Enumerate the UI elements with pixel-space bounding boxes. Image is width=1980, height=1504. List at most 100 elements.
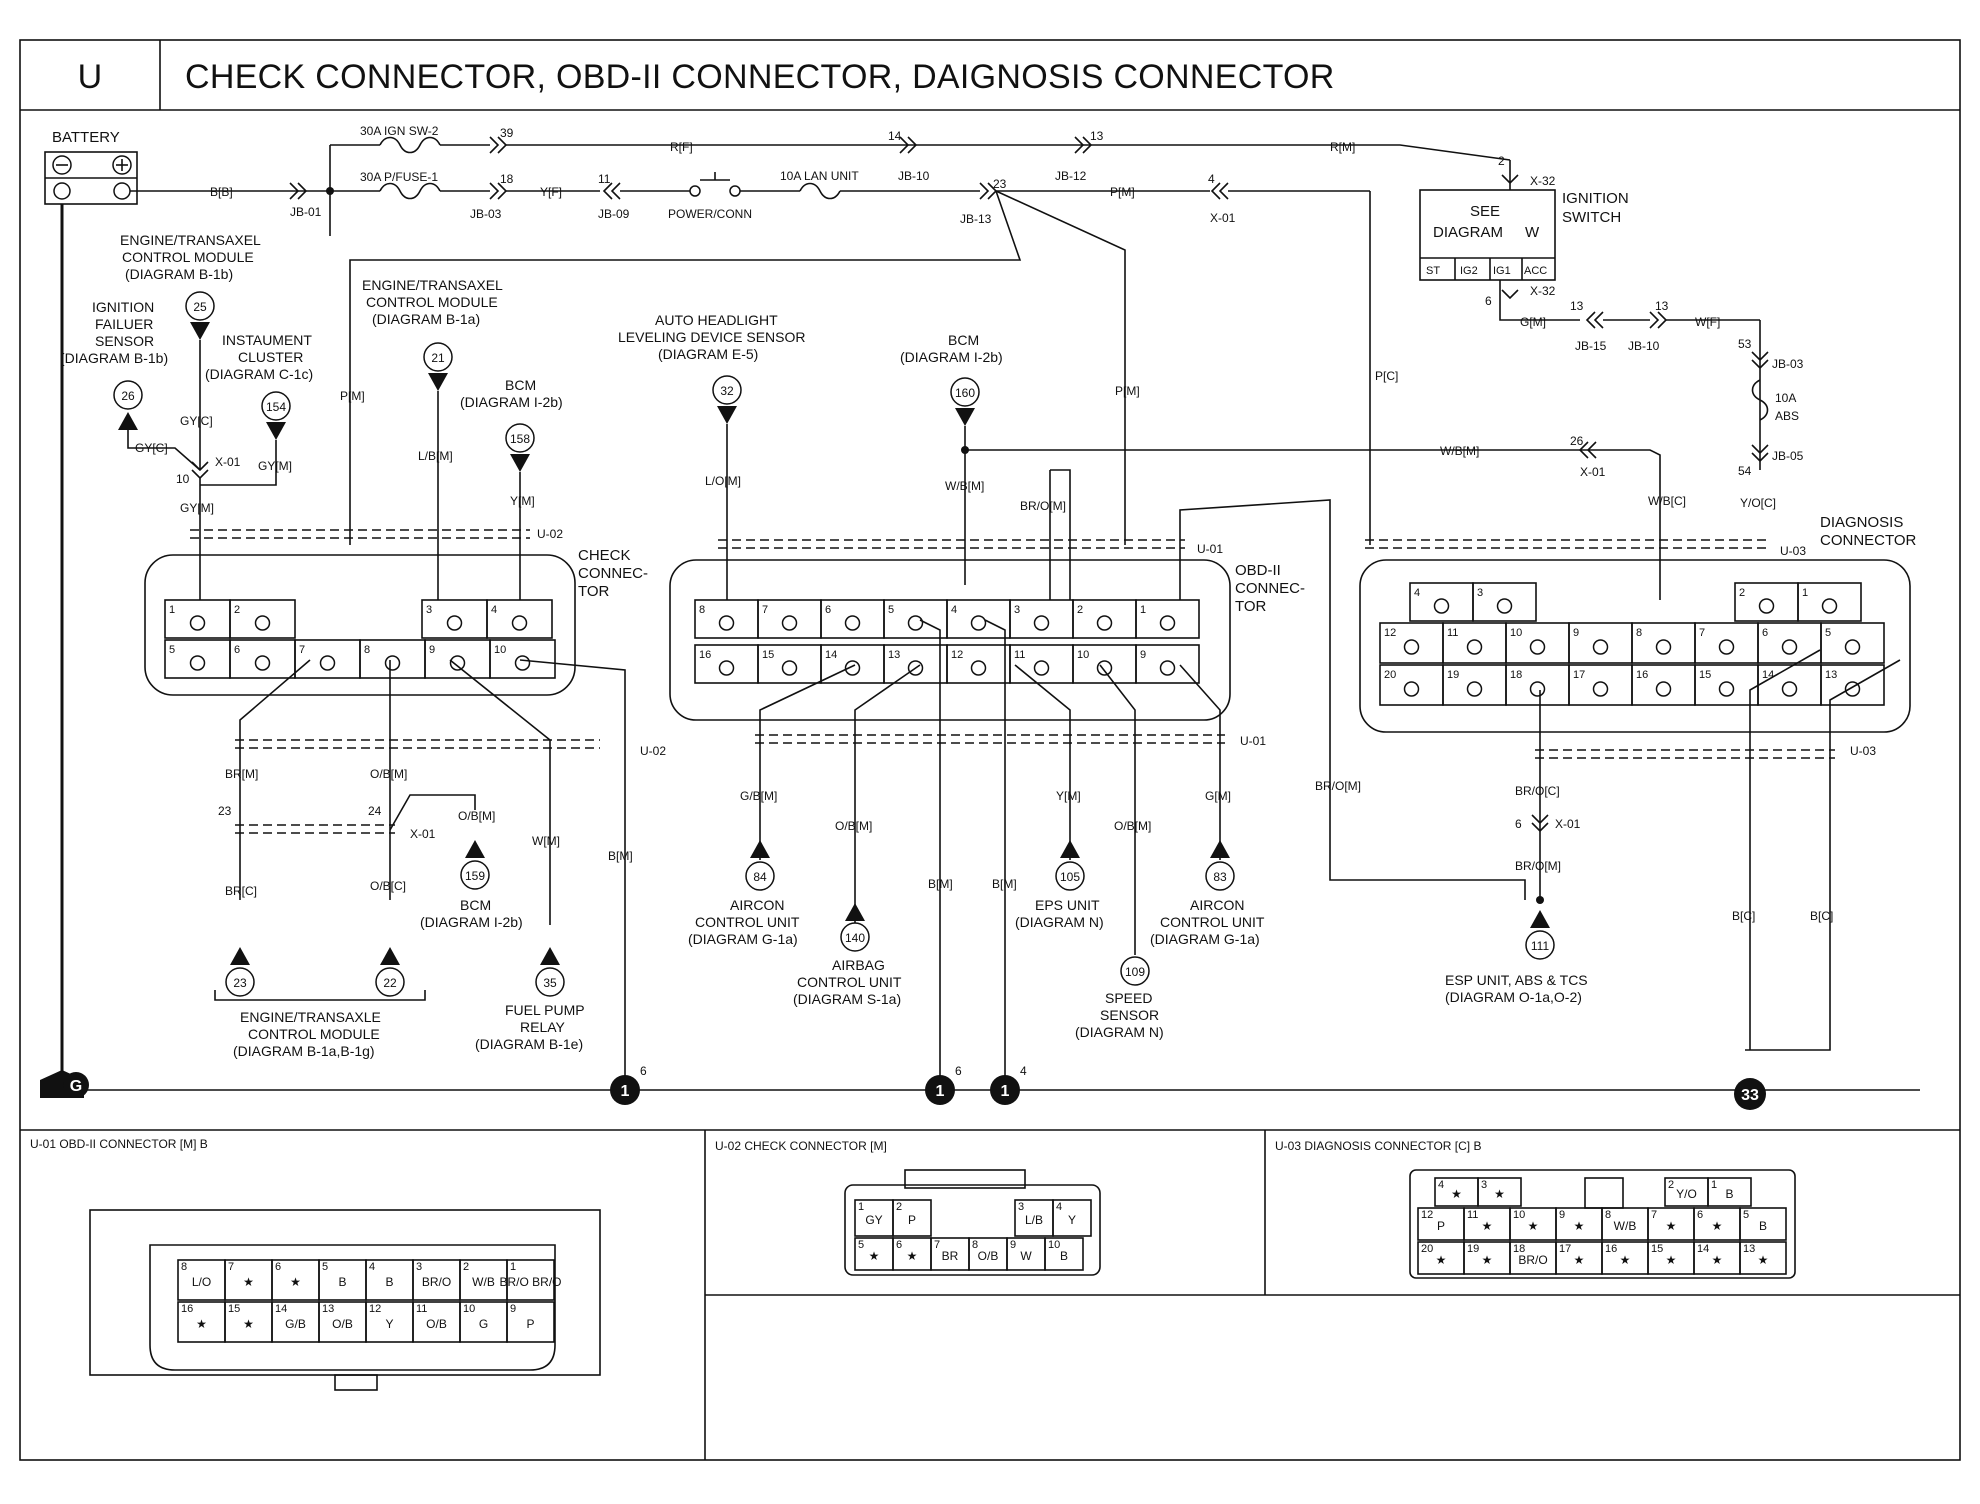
svg-text:SENSOR: SENSOR	[95, 333, 154, 349]
svg-text:O/B[M]: O/B[M]	[1114, 819, 1151, 833]
cavity-number: 11	[1467, 1209, 1478, 1221]
pin-number: 2	[1739, 587, 1745, 599]
page-title: CHECK CONNECTOR, OBD-II CONNECTOR, DAIGN…	[185, 58, 1335, 96]
svg-text:X-01: X-01	[1555, 817, 1581, 831]
svg-text:23: 23	[993, 177, 1007, 191]
svg-text:SWITCH: SWITCH	[1562, 209, 1621, 226]
svg-text:R[M]: R[M]	[1330, 140, 1355, 154]
svg-text:Y[F]: Y[F]	[540, 185, 562, 199]
wire-color: B	[338, 1275, 346, 1289]
svg-text:X-32: X-32	[1530, 284, 1556, 298]
svg-text:22: 22	[383, 976, 397, 990]
pin-number: 1	[169, 604, 175, 616]
svg-text:U-01: U-01	[1197, 542, 1223, 556]
u02-view-title: U-02 CHECK CONNECTOR [M]	[715, 1139, 887, 1153]
svg-text:B[M]: B[M]	[928, 877, 953, 891]
wire-color: G/B	[285, 1317, 306, 1331]
wire-color: ★	[1528, 1219, 1539, 1233]
svg-text:JB-03: JB-03	[1772, 357, 1804, 371]
svg-text:L/O[M]: L/O[M]	[705, 474, 741, 488]
svg-text:CONTROL MODULE: CONTROL MODULE	[122, 249, 254, 265]
svg-text:158: 158	[510, 432, 530, 446]
svg-text:4: 4	[1208, 172, 1215, 186]
pin-number: 1	[1140, 604, 1146, 616]
pin-number: 7	[1699, 627, 1705, 639]
wire-color: L/B	[1025, 1213, 1043, 1227]
svg-text:EPS UNIT: EPS UNIT	[1035, 897, 1100, 913]
svg-text:26: 26	[1570, 434, 1584, 448]
wire-color: ★	[1494, 1187, 1505, 1201]
svg-text:BCM: BCM	[948, 332, 979, 348]
wire-color: ★	[1712, 1219, 1723, 1233]
svg-text:140: 140	[845, 931, 865, 945]
svg-text:1: 1	[621, 1083, 630, 1100]
pin-number: 5	[1825, 627, 1831, 639]
cavity-number: 16	[181, 1303, 193, 1315]
svg-text:POWER/CONN: POWER/CONN	[668, 207, 752, 221]
pin-number: 6	[1762, 627, 1768, 639]
pin-number: 16	[699, 649, 711, 661]
wire-color: B	[1060, 1249, 1068, 1263]
svg-text:BATTERY: BATTERY	[52, 129, 120, 146]
svg-text:JB-10: JB-10	[898, 169, 930, 183]
svg-text:CONTROL MODULE: CONTROL MODULE	[366, 294, 498, 310]
svg-text:(DIAGRAM I-2b): (DIAGRAM I-2b)	[420, 914, 523, 930]
svg-text:2: 2	[1498, 154, 1505, 168]
svg-text:G: G	[70, 1078, 82, 1095]
svg-text:BR[M]: BR[M]	[225, 767, 258, 781]
svg-text:53: 53	[1738, 337, 1752, 351]
svg-text:(DIAGRAM N): (DIAGRAM N)	[1015, 914, 1104, 930]
wire-color: B	[1725, 1187, 1733, 1201]
svg-text:SENSOR: SENSOR	[1100, 1007, 1159, 1023]
svg-text:IG2: IG2	[1460, 265, 1478, 277]
pin-number: 2	[234, 604, 240, 616]
cavity-number: 4	[1056, 1201, 1062, 1213]
svg-text:(DIAGRAM G-1a): (DIAGRAM G-1a)	[1150, 931, 1260, 947]
pin-number: 15	[762, 649, 774, 661]
cavity-number: 18	[1513, 1243, 1525, 1255]
svg-text:JB-15: JB-15	[1575, 339, 1607, 353]
wire-color: Y	[1068, 1213, 1076, 1227]
cavity-number: 1	[1711, 1179, 1717, 1191]
svg-text:AIRCON: AIRCON	[1190, 897, 1244, 913]
pin-number: 10	[1510, 627, 1522, 639]
svg-text:G[M]: G[M]	[1205, 789, 1231, 803]
svg-text:IG1: IG1	[1493, 265, 1511, 277]
svg-text:1: 1	[1001, 1083, 1010, 1100]
wire-color: ★	[1758, 1253, 1769, 1267]
wire-color: BR/O	[1518, 1253, 1547, 1267]
cavity-number: 9	[510, 1303, 516, 1315]
cavity-number: 8	[1605, 1209, 1611, 1221]
svg-text:P[M]: P[M]	[340, 389, 365, 403]
cavity-number: 7	[1651, 1209, 1657, 1221]
wire-color: O/B	[332, 1317, 353, 1331]
svg-text:B[C]: B[C]	[1732, 909, 1755, 923]
cavity-number: 7	[228, 1261, 234, 1273]
wire-color: ★	[1574, 1253, 1585, 1267]
cavity-number: 8	[972, 1239, 978, 1251]
svg-text:30A P/FUSE-1: 30A P/FUSE-1	[360, 170, 438, 184]
svg-text:(DIAGRAM B-1b): (DIAGRAM B-1b)	[60, 350, 168, 366]
svg-text:24: 24	[368, 804, 382, 818]
pin-number: 1	[1802, 587, 1808, 599]
svg-text:ACC: ACC	[1524, 265, 1547, 277]
svg-text:1: 1	[936, 1083, 945, 1100]
svg-text:ENGINE/TRANSAXEL: ENGINE/TRANSAXEL	[362, 277, 503, 293]
svg-text:CONTROL UNIT: CONTROL UNIT	[797, 974, 902, 990]
svg-text:83: 83	[1213, 870, 1227, 884]
svg-text:13: 13	[1655, 299, 1669, 313]
wire-color: ★	[1482, 1219, 1493, 1233]
svg-text:33: 33	[1741, 1087, 1759, 1104]
pin-number: 5	[888, 604, 894, 616]
cavity-number: 6	[1697, 1209, 1703, 1221]
svg-text:BCM: BCM	[460, 897, 491, 913]
svg-text:32: 32	[720, 384, 734, 398]
cavity-number: 8	[181, 1261, 187, 1273]
svg-text:ENGINE/TRANSAXEL: ENGINE/TRANSAXEL	[120, 232, 261, 248]
svg-text:Y[M]: Y[M]	[510, 494, 535, 508]
svg-text:BR/O[C]: BR/O[C]	[1515, 784, 1560, 798]
wire-color: BR/O BR/O	[499, 1275, 561, 1289]
svg-text:DIAGNOSIS: DIAGNOSIS	[1820, 514, 1903, 531]
wire-color: P	[908, 1213, 916, 1227]
